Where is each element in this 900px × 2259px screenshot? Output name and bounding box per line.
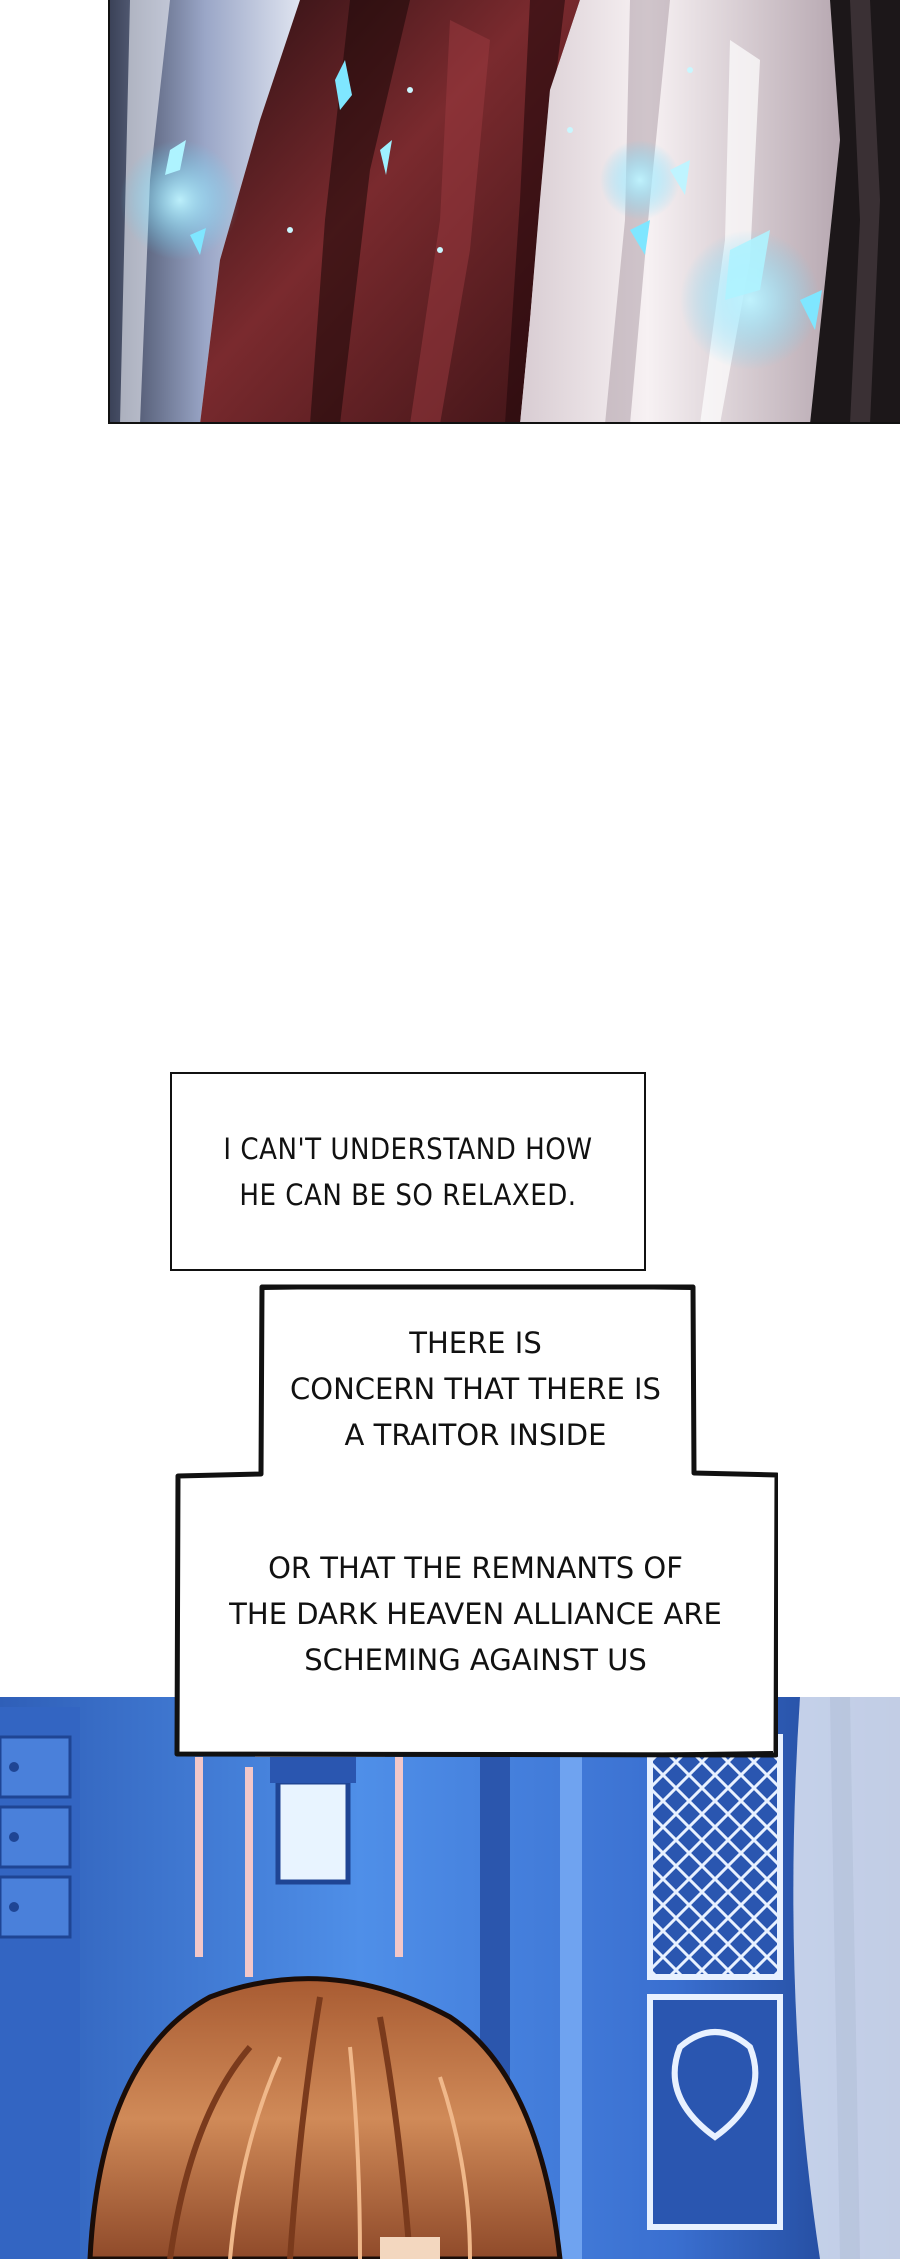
bottom-illustration-panel: [0, 1697, 900, 2259]
rough-caption-outline: [174, 1284, 778, 1758]
caption-1-text: I CAN'T UNDERSTAND HOW HE CAN BE SO RELA…: [223, 1131, 593, 1212]
top-illustration-panel: [108, 0, 900, 424]
robe-artwork: [110, 0, 900, 422]
caption-box-1: I CAN'T UNDERSTAND HOW HE CAN BE SO RELA…: [170, 1072, 646, 1271]
caption-3-text: OR THAT THE REMNANTS OF THE DARK HEAVEN …: [229, 1551, 722, 1677]
caption-2-text: THERE IS CONCERN THAT THERE IS A TRAITOR…: [290, 1326, 661, 1452]
room-artwork: [0, 1697, 900, 2259]
caption-box-group: THERE IS CONCERN THAT THERE IS A TRAITOR…: [173, 1283, 778, 1758]
